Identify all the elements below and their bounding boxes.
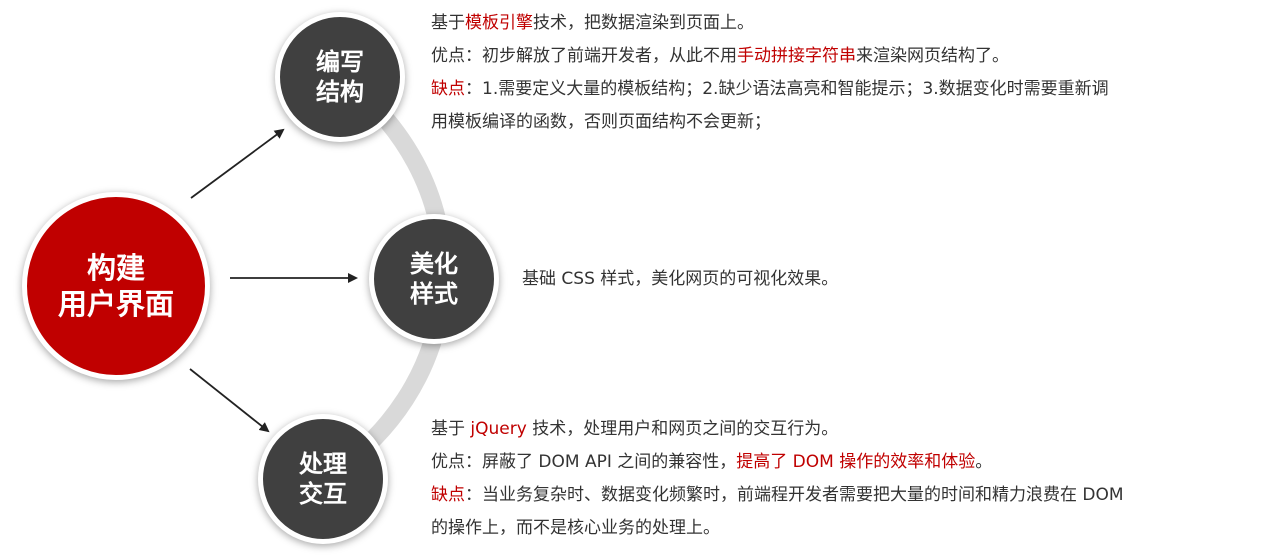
node-label-line2: 结构: [316, 78, 364, 106]
node-label-line2: 交互: [299, 480, 347, 508]
text: 的操作上，而不是核心业务的处理上。: [431, 518, 720, 538]
highlight-text: jQuery: [470, 419, 527, 439]
node-label-line1: 美化: [410, 250, 458, 278]
node-label: 处理 交互: [299, 449, 347, 509]
text: 用模板编译的函数，否则页面结构不会更新；: [431, 112, 771, 132]
node-label-line1: 处理: [299, 450, 347, 478]
center-node-label: 构建 用户界面: [58, 250, 174, 323]
structure-line-cons-cont: 用模板编译的函数，否则页面结构不会更新；: [431, 106, 1109, 139]
text: ：当业务复杂时、数据变化频繁时，前端程开发者需要把大量的时间和精力浪费在 DOM: [465, 485, 1124, 505]
text: 技术，处理用户和网页之间的交互行为。: [526, 419, 839, 439]
node-handle-interaction: 处理 交互: [258, 414, 388, 544]
structure-line-basis: 基于模板引擎技术，把数据渲染到页面上。: [431, 7, 1109, 40]
interaction-line-cons-cont: 的操作上，而不是核心业务的处理上。: [431, 512, 1124, 545]
node-beautify-style: 美化 样式: [369, 214, 499, 344]
node-label-line2: 样式: [410, 280, 458, 308]
node-label: 美化 样式: [410, 249, 458, 309]
text: 优点：初步解放了前端开发者，从此不用: [431, 46, 737, 66]
highlight-text: 手动拼接字符串: [737, 46, 856, 66]
style-line: 基础 CSS 样式，美化网页的可视化效果。: [522, 269, 839, 289]
cons-label: 缺点: [431, 485, 465, 505]
center-label-line2: 用户界面: [57, 287, 174, 321]
interaction-line-cons: 缺点：当业务复杂时、数据变化频繁时，前端程开发者需要把大量的时间和精力浪费在 D…: [431, 479, 1124, 512]
style-description: 基础 CSS 样式，美化网页的可视化效果。: [522, 263, 838, 296]
text: 优点：屏蔽了 DOM API 之间的兼容性，: [431, 452, 737, 472]
interaction-description: 基于 jQuery 技术，处理用户和网页之间的交互行为。 优点：屏蔽了 DOM …: [431, 413, 1124, 545]
node-label-line1: 编写: [316, 48, 364, 76]
text: 技术，把数据渲染到页面上。: [533, 13, 754, 33]
text: 。: [975, 452, 993, 472]
structure-line-pros: 优点：初步解放了前端开发者，从此不用手动拼接字符串来渲染网页结构了。: [431, 40, 1109, 73]
center-label-line1: 构建: [86, 250, 145, 285]
text: ：1.需要定义大量的模板结构；2.缺少语法高亮和智能提示；3.数据变化时需要重新…: [465, 79, 1109, 99]
node-label: 编写 结构: [316, 47, 364, 107]
text: 基于: [431, 13, 465, 33]
cons-label: 缺点: [431, 79, 465, 99]
node-write-structure: 编写 结构: [275, 12, 405, 142]
arrow-to-structure: [190, 128, 285, 199]
center-node-build-ui: 构建 用户界面: [22, 192, 210, 380]
arrow-to-interaction: [189, 368, 270, 433]
text: 基于: [431, 419, 471, 439]
structure-line-cons: 缺点：1.需要定义大量的模板结构；2.缺少语法高亮和智能提示；3.数据变化时需要…: [431, 73, 1109, 106]
highlight-text: 提高了 DOM 操作的效率和体验: [736, 452, 976, 472]
interaction-line-basis: 基于 jQuery 技术，处理用户和网页之间的交互行为。: [431, 413, 1124, 446]
text: 来渲染网页结构了。: [856, 46, 1009, 66]
interaction-line-pros: 优点：屏蔽了 DOM API 之间的兼容性，提高了 DOM 操作的效率和体验。: [431, 446, 1124, 479]
highlight-text: 模板引擎: [465, 13, 533, 33]
structure-description: 基于模板引擎技术，把数据渲染到页面上。 优点：初步解放了前端开发者，从此不用手动…: [431, 7, 1109, 139]
